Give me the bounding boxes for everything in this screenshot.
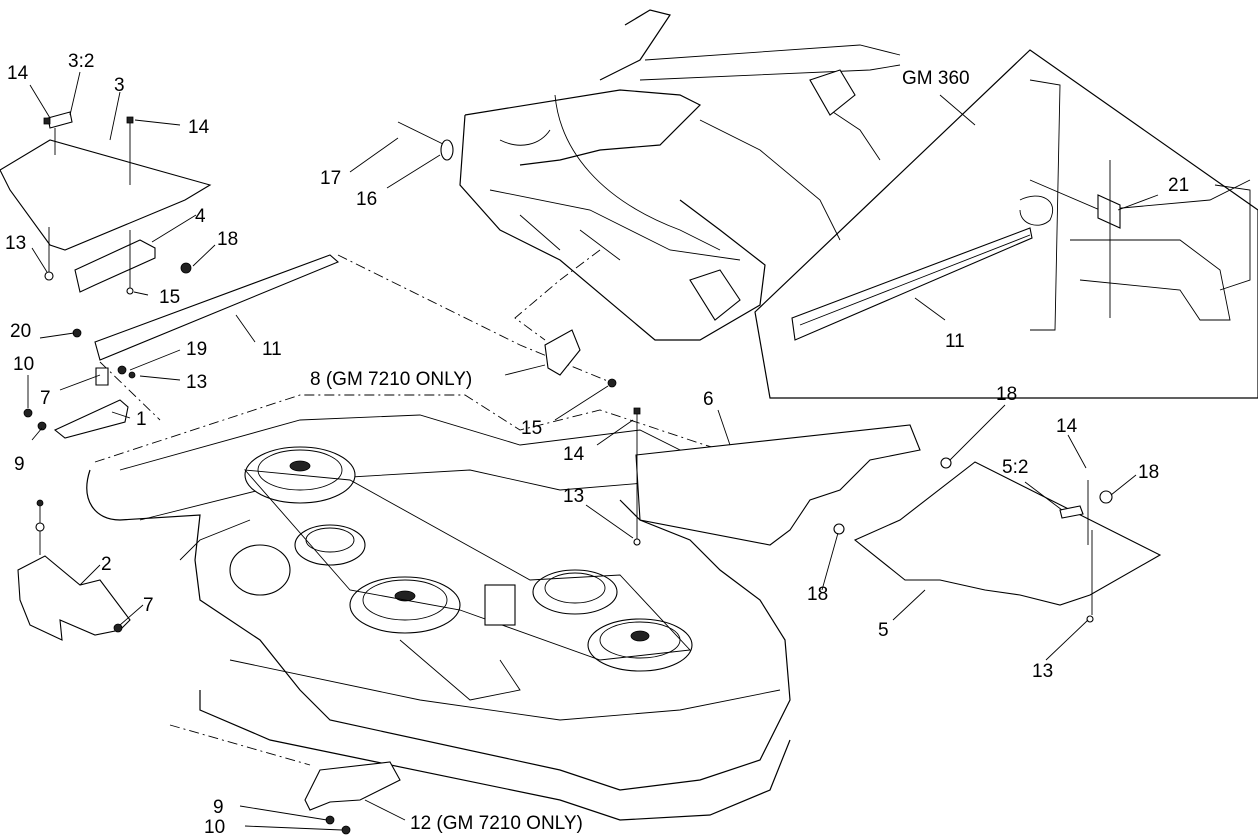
part-8-bracket <box>544 329 617 388</box>
label-18a: 18 <box>217 229 238 250</box>
label-19: 19 <box>186 339 207 360</box>
label-6: 6 <box>703 389 714 410</box>
part-2-cover <box>17 499 131 641</box>
label-13a: 13 <box>5 233 26 254</box>
label-14c: 14 <box>563 444 585 465</box>
label-5-2: 5:2 <box>1002 457 1028 478</box>
label-5: 5 <box>878 620 889 641</box>
tractor-frame <box>459 9 901 341</box>
label-15a: 15 <box>159 287 180 308</box>
label-14a: 14 <box>7 63 29 84</box>
part-12-bracket <box>169 724 401 835</box>
label-16: 16 <box>356 189 377 210</box>
label-10a: 10 <box>13 354 34 375</box>
part-3-cover <box>0 111 212 281</box>
leader-lines <box>27 71 1159 831</box>
label-13b: 13 <box>186 372 207 393</box>
callout-labels: 14 3:2 3 14 4 18 13 15 17 16 GM 360 21 1… <box>5 51 1189 838</box>
label-3: 3 <box>114 75 125 96</box>
label-10b: 10 <box>204 817 225 838</box>
label-8: 8 (GM 7210 ONLY) <box>310 369 472 390</box>
label-3-2: 3:2 <box>68 51 94 72</box>
part-6-plate <box>633 407 921 546</box>
part-4-bracket <box>74 230 192 295</box>
label-7a: 7 <box>40 388 51 409</box>
label-17: 17 <box>320 168 341 189</box>
label-13c: 13 <box>563 486 584 507</box>
label-gm360: GM 360 <box>902 68 970 89</box>
label-4: 4 <box>195 206 206 227</box>
label-18d: 18 <box>807 584 828 605</box>
label-9b: 9 <box>213 797 224 818</box>
label-9a: 9 <box>14 454 25 475</box>
label-15b: 15 <box>521 418 542 439</box>
label-18b: 18 <box>996 384 1017 405</box>
label-12: 12 (GM 7210 ONLY) <box>410 813 583 834</box>
label-1: 1 <box>136 409 147 430</box>
label-14b: 14 <box>188 117 210 138</box>
part-11-bar <box>23 254 611 439</box>
label-11a: 11 <box>262 339 282 360</box>
label-11b: 11 <box>945 331 965 352</box>
label-20: 20 <box>10 321 31 342</box>
label-21: 21 <box>1168 175 1189 196</box>
mower-deck <box>86 394 791 821</box>
label-14d: 14 <box>1056 416 1078 437</box>
label-18c: 18 <box>1138 462 1159 483</box>
label-7b: 7 <box>143 595 154 616</box>
label-13d: 13 <box>1032 661 1053 682</box>
gm360-inset <box>754 49 1258 399</box>
part-17-rod <box>397 121 454 161</box>
label-2: 2 <box>101 554 112 575</box>
part-5-plate <box>833 457 1162 623</box>
